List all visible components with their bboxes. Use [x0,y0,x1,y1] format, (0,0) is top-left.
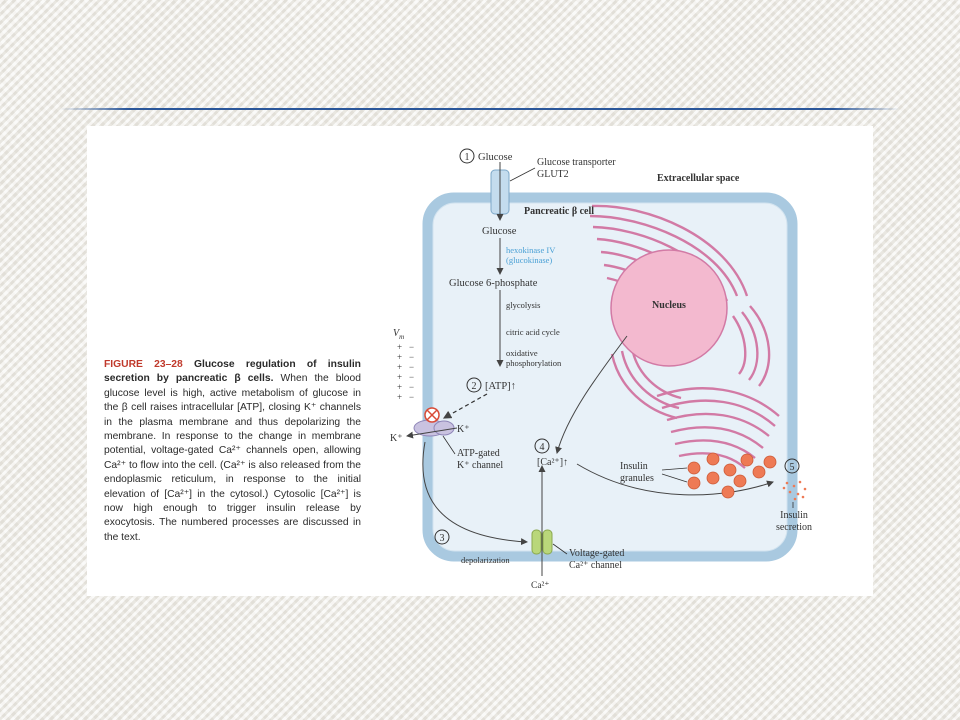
katp-label-line2: K⁺ channel [457,460,503,471]
step-2-badge [466,377,482,393]
ca-channel-leader-line [552,543,568,555]
depolarization-label: depolarization [461,555,510,565]
membrane-potential-signs: + + + + + + − − − − − − [397,342,414,402]
pancreatic-beta-cell-label: Pancreatic β cell [524,206,594,217]
oxidative-label: oxidative [506,348,538,358]
figure-title: Glucose regulation of insulin secretion … [104,359,361,385]
plus-sign: + [397,352,402,362]
insulin-granule [733,474,747,488]
glucose-6-phosphate-label: Glucose 6-phosphate [449,278,538,289]
glucose-inside-label: Glucose [482,226,517,237]
step-2-number: 2 [472,381,477,392]
extracellular-space-label: Extracellular space [657,173,740,184]
insulin-dot [796,492,800,496]
vm-subscript: m [399,333,404,341]
plus-sign: + [397,362,402,372]
er-calcium-release-arrow [555,335,628,454]
blocked-icon-stroke [426,409,438,421]
figure-number: FIGURE 23–28 [104,359,183,370]
vm-label: Vm [393,328,404,341]
glycolysis-label: glycolysis [506,300,540,310]
minus-sign: − [409,352,414,362]
insulin-dot [792,484,796,488]
ca-channel-left [531,529,542,555]
step-5-number: 5 [790,462,795,473]
step-3-number: 3 [440,533,445,544]
katp-channel-inner [433,420,455,436]
insulin-dot [798,480,802,484]
insulin-dot [801,495,805,499]
minus-sign: − [409,392,414,402]
secreted-insulin-dots [782,480,807,501]
plus-sign: + [397,392,402,402]
caption-body: When the blood glucose level is high, ac… [104,373,361,543]
ca-channel-label-line2: Ca²⁺ channel [569,560,622,571]
insulin-secretion-label-line1: Insulin [780,510,808,521]
figure-panel: FIGURE 23–28 Glucose regulation of insul… [87,126,873,596]
ca-channel-right [542,529,553,555]
granules-leader-line [661,473,688,483]
nucleus [610,249,728,367]
ca-outside-label: Ca²⁺ [531,581,549,591]
arrow-k-out [406,427,458,439]
minus-sign: − [409,382,414,392]
glut2-leader-line [509,167,536,182]
glucokinase-label: (glucokinase) [506,255,552,265]
step-1-number: 1 [465,152,470,163]
k-outside-label: K⁺ [390,433,403,444]
insulin-granule [723,463,737,477]
insulin-dot [803,487,807,491]
ca-channel-label-line1: Voltage-gated [569,548,624,559]
insulin-granule [687,461,701,475]
insulin-granule [706,452,720,466]
step-4-number: 4 [540,442,545,453]
ca-rise-label: [Ca²⁺]↑ [537,457,568,468]
minus-sign: − [409,362,414,372]
insulin-dot [785,481,789,485]
insulin-secretion-diagram: Nucleus 1 Glucose Glucose transporter GL… [390,148,812,591]
depolarization-arrow [422,441,528,546]
cytosol [432,202,788,552]
granules-leader-line [661,467,688,471]
insulin-granules-label-line2: granules [620,473,654,484]
insulin-granule [740,453,754,467]
step-3-badge [434,529,450,545]
insulin-granules [687,452,777,499]
plus-sign: + [397,382,402,392]
step-1-badge [459,148,475,164]
minus-sign: − [409,342,414,352]
insulin-granule [706,471,720,485]
insulin-granule [752,465,766,479]
step-5-badge [784,458,800,474]
insulin-dot [788,490,792,494]
insulin-secretion-label-line2: secretion [776,522,812,533]
insulin-dot [782,486,786,490]
glut2-label: GLUT2 [537,169,569,180]
katp-leader-line [442,435,456,455]
phosphorylation-label: phosphorylation [506,358,562,368]
calcium-to-exocytosis-arrow [576,463,774,496]
katp-label-line1: ATP-gated [457,448,500,459]
plus-sign: + [397,342,402,352]
insulin-granule [687,476,701,490]
cell-membrane [422,192,798,562]
k-inside-label: K⁺ [457,424,470,435]
insulin-granule [721,485,735,499]
plus-sign: + [397,372,402,382]
nucleus-label: Nucleus [652,300,686,311]
step-4-badge [534,438,550,454]
insulin-granules-label-line1: Insulin [620,461,648,472]
minus-sign: − [409,372,414,382]
citric-acid-cycle-label: citric acid cycle [506,327,560,337]
glucose-outside-label: Glucose [478,152,513,163]
hexokinase-label: hexokinase IV [506,245,556,255]
title-divider-line [60,108,900,110]
atp-inhibition-arrow [442,393,488,419]
atp-rise-label: [ATP]↑ [485,381,516,392]
figure-caption: FIGURE 23–28 Glucose regulation of insul… [104,358,361,545]
insulin-dot [793,497,797,501]
glucose-transporter-label: Glucose transporter [537,157,616,168]
insulin-granule [763,455,777,469]
